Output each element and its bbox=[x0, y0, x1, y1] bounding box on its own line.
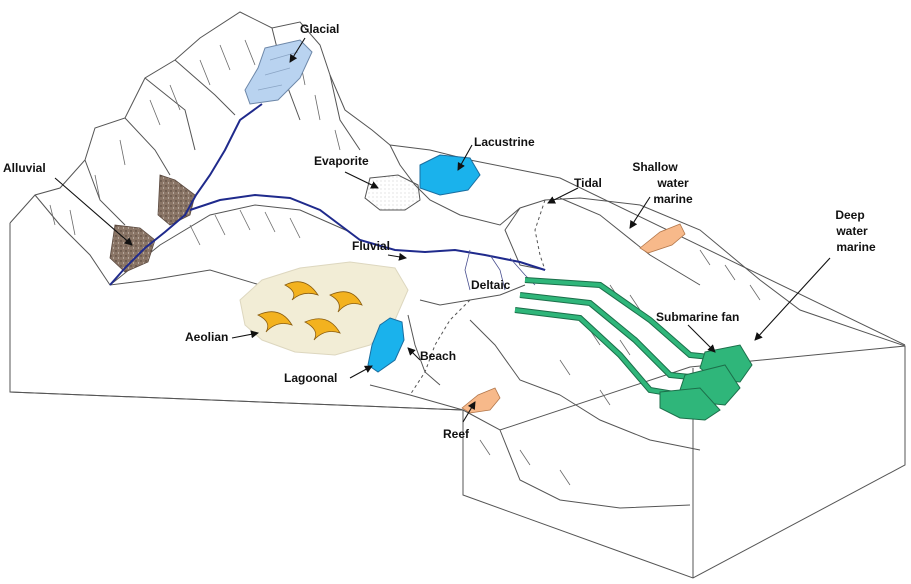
label-evaporite: Evaporite bbox=[314, 154, 369, 168]
arrow-lacustrine bbox=[457, 144, 473, 171]
label-deep-1: Deep bbox=[835, 208, 864, 222]
label-aeolian: Aeolian bbox=[185, 330, 228, 344]
label-lacustrine: Lacustrine bbox=[474, 135, 535, 149]
label-glacial: Glacial bbox=[300, 22, 339, 36]
label-deep-2: water bbox=[835, 224, 868, 238]
arrow-aeolian bbox=[231, 330, 259, 339]
label-tidal: Tidal bbox=[574, 176, 602, 190]
leader-arrows bbox=[54, 37, 831, 423]
label-lagoonal: Lagoonal bbox=[284, 371, 337, 385]
arrow-fluvial bbox=[387, 252, 407, 261]
labels: Glacial Alluvial Evaporite Lacustrine Ti… bbox=[3, 22, 876, 441]
aeolian-dune-field bbox=[239, 261, 409, 356]
arrow-glacial bbox=[289, 37, 306, 63]
arrow-deep-water-marine bbox=[754, 257, 831, 341]
river bbox=[109, 103, 546, 291]
arrow-alluvial bbox=[54, 177, 133, 246]
submarine-fan bbox=[514, 277, 753, 421]
arrow-submarine-fan bbox=[687, 324, 716, 353]
label-alluvial: Alluvial bbox=[3, 161, 46, 175]
lagoon bbox=[367, 317, 405, 373]
arrow-lagoonal bbox=[349, 365, 373, 379]
arrow-tidal bbox=[547, 187, 579, 204]
arrow-reef bbox=[462, 401, 476, 423]
label-deltaic: Deltaic bbox=[471, 278, 511, 292]
block-front-face bbox=[9, 223, 906, 579]
label-submarine-fan: Submarine fan bbox=[656, 310, 739, 324]
arrow-evaporite bbox=[344, 171, 379, 189]
arrow-beach bbox=[407, 347, 421, 361]
arrow-shallow-water-marine bbox=[629, 196, 651, 229]
label-fluvial: Fluvial bbox=[352, 239, 390, 253]
label-reef: Reef bbox=[443, 427, 470, 441]
reef-bottom bbox=[461, 387, 501, 414]
label-beach: Beach bbox=[420, 349, 456, 363]
reef-shelf bbox=[639, 223, 686, 254]
label-deep-3: marine bbox=[836, 240, 876, 254]
label-shallow-3: marine bbox=[653, 192, 693, 206]
label-shallow-2: water bbox=[656, 176, 689, 190]
alluvial-fans bbox=[109, 174, 196, 273]
lacustrine-lake bbox=[419, 154, 481, 196]
terrain-surface bbox=[9, 11, 906, 509]
label-shallow-1: Shallow bbox=[632, 160, 678, 174]
glacier bbox=[244, 39, 313, 105]
